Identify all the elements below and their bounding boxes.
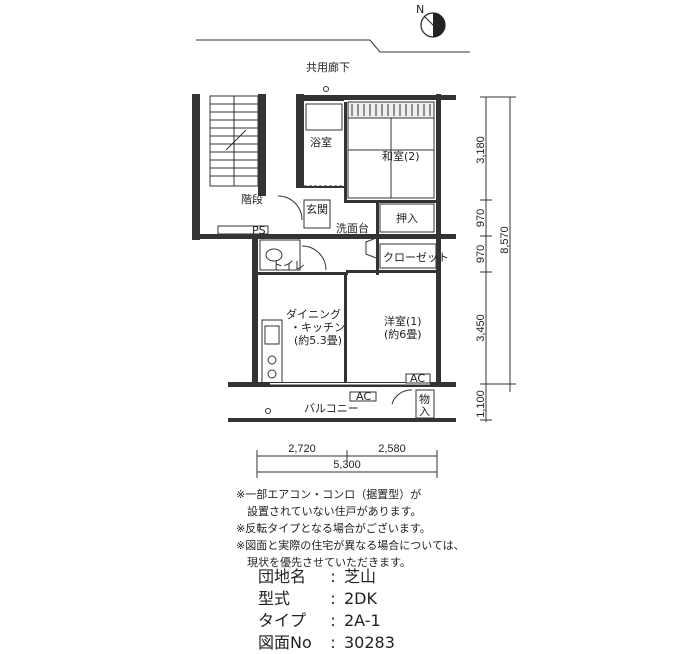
property-info: 団地名: 芝山 型式: 2DK タイプ: 2A-1 図面No: 30283 <box>258 566 518 654</box>
model-value: 2DK <box>344 589 377 608</box>
info-row-complex: 団地名: 芝山 <box>258 567 377 586</box>
washbasin-icon <box>365 237 377 259</box>
washitsu-label: 和室(2) <box>382 149 420 163</box>
svg-text:N: N <box>416 3 424 16</box>
dining-label-3: (約5.3畳) <box>294 333 342 347</box>
info-row-drawing: 図面No: 30283 <box>258 633 395 652</box>
tatami-room <box>347 101 435 199</box>
closet-box <box>379 243 437 269</box>
north-arrow-icon: N <box>416 3 446 38</box>
dim-total-horizontal: 5,300 <box>333 459 361 471</box>
balcony-label: バルコニー <box>304 402 359 415</box>
dim-right-4: 3,450 <box>475 314 487 342</box>
note-line: 設置されていない住戸があります。 <box>236 505 422 518</box>
ps-label: PS <box>252 224 266 237</box>
model-label: 型式 <box>258 589 291 608</box>
storage-label-2: 入 <box>419 405 430 418</box>
bath-label: 浴室 <box>310 135 332 149</box>
ps-box <box>217 225 269 235</box>
drawing-value: 30283 <box>344 633 395 652</box>
corridor-light-icon <box>323 86 329 92</box>
entrance-door <box>277 195 303 221</box>
ac-label-2: AC <box>356 390 371 403</box>
notes: ※一部エアコン・コンロ（据置型）が 設置されていない住戸があります。 ※反転タイ… <box>236 486 696 571</box>
sink-icon <box>264 325 280 345</box>
oshiire-label: 押入 <box>396 211 418 225</box>
youshitsu-label-2: (約6畳) <box>384 327 422 341</box>
note-line: ※図面と実際の住宅が異なる場合については、 <box>236 539 465 552</box>
corridor-edge <box>196 39 470 53</box>
closet-label: クローゼット <box>383 251 449 264</box>
entrance-step <box>303 199 331 229</box>
dim-right-1: 3,180 <box>475 136 487 164</box>
dim-bottom-2: 2,580 <box>378 443 406 455</box>
dim-right-3: 970 <box>475 245 487 263</box>
dining-label-1: ダイニング <box>286 307 341 321</box>
balcony-drain-icon <box>265 408 271 414</box>
note-line: 現状を優先させていただきます。 <box>236 556 411 569</box>
ac-unit-1 <box>405 373 431 384</box>
toilet-room <box>259 239 301 271</box>
toilet-label: トイレ <box>272 259 305 272</box>
corridor-label: 共用廊下 <box>306 60 350 74</box>
dining-label-2: ・キッチン <box>290 321 345 334</box>
note-line: ※反転タイプとなる場合がございます。 <box>236 522 431 535</box>
washbasin-label: 洗面台 <box>336 221 369 235</box>
type-value: 2A-1 <box>344 611 381 630</box>
ac-label-1: AC <box>410 372 425 385</box>
toilet-icon <box>265 248 283 262</box>
entrance-label: 玄関 <box>306 202 328 216</box>
stairs-label: 階段 <box>241 192 263 206</box>
info-row-model: 型式: 2DK <box>258 589 377 608</box>
ac-unit-2 <box>349 391 377 402</box>
type-label: タイプ <box>258 611 307 630</box>
stairs <box>209 95 259 187</box>
info-row-type: タイプ: 2A-1 <box>258 611 381 630</box>
storage-box <box>415 389 435 419</box>
dim-right-5: 1,100 <box>475 390 487 418</box>
youshitsu-label-1: 洋室(1) <box>384 314 422 328</box>
toilet-door <box>301 245 327 271</box>
note-line: ※一部エアコン・コンロ（据置型）が <box>236 488 422 501</box>
stove-icon <box>267 355 277 365</box>
dim-right-2: 970 <box>475 209 487 227</box>
oshiire-box <box>379 203 435 233</box>
complex-value: 芝山 <box>344 567 377 586</box>
dim-bottom-1: 2,720 <box>288 443 316 455</box>
storage-label-1: 物 <box>419 392 430 406</box>
complex-label: 団地名 <box>258 567 307 586</box>
drawing-label: 図面No <box>258 633 312 652</box>
storage-door <box>391 389 413 405</box>
dim-total-vertical: 8,570 <box>499 226 511 254</box>
bottom-dimension-lines <box>256 450 438 478</box>
stove-icon-2 <box>267 369 277 379</box>
bathtub <box>305 103 343 131</box>
right-dimension-lines <box>480 96 516 422</box>
